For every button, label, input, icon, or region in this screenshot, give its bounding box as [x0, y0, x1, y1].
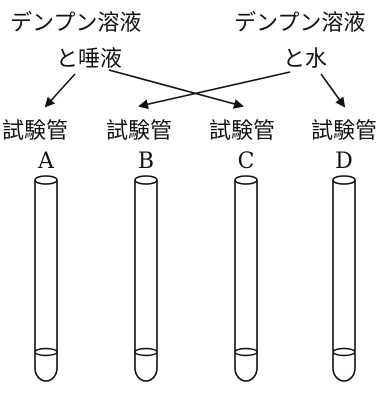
- liquid-surface-b: [134, 347, 158, 357]
- tube-c-label: 試験管: [209, 119, 275, 144]
- liquid-surface-d: [332, 347, 356, 357]
- arrow-saliva-to-c: [108, 69, 244, 109]
- tube-b-letter: B: [138, 149, 154, 174]
- tube-c-letter: C: [238, 149, 255, 174]
- test-tube-a: [34, 175, 58, 382]
- arrow-water-to-d: [320, 73, 346, 108]
- liquid-surface-c: [234, 347, 258, 357]
- tube-a-letter: A: [37, 149, 55, 174]
- tube-d-label: 試験管: [311, 119, 377, 144]
- source-right-line1: デンプン溶液: [234, 11, 365, 36]
- test-tube-c: [234, 175, 258, 382]
- source-right-line2: と水: [283, 47, 327, 72]
- tube-b-label: 試験管: [106, 119, 172, 144]
- source-left-line1: デンプン溶液: [10, 11, 141, 36]
- test-tube-b: [134, 175, 158, 382]
- source-left-line2: と唾液: [56, 47, 122, 72]
- liquid-surface-a: [34, 347, 58, 357]
- tube-a-label: 試験管: [2, 119, 68, 144]
- arrow-water-to-b: [138, 71, 291, 110]
- tube-d-letter: D: [335, 149, 353, 174]
- arrow-saliva-to-a: [44, 73, 76, 108]
- test-tube-d: [332, 175, 356, 382]
